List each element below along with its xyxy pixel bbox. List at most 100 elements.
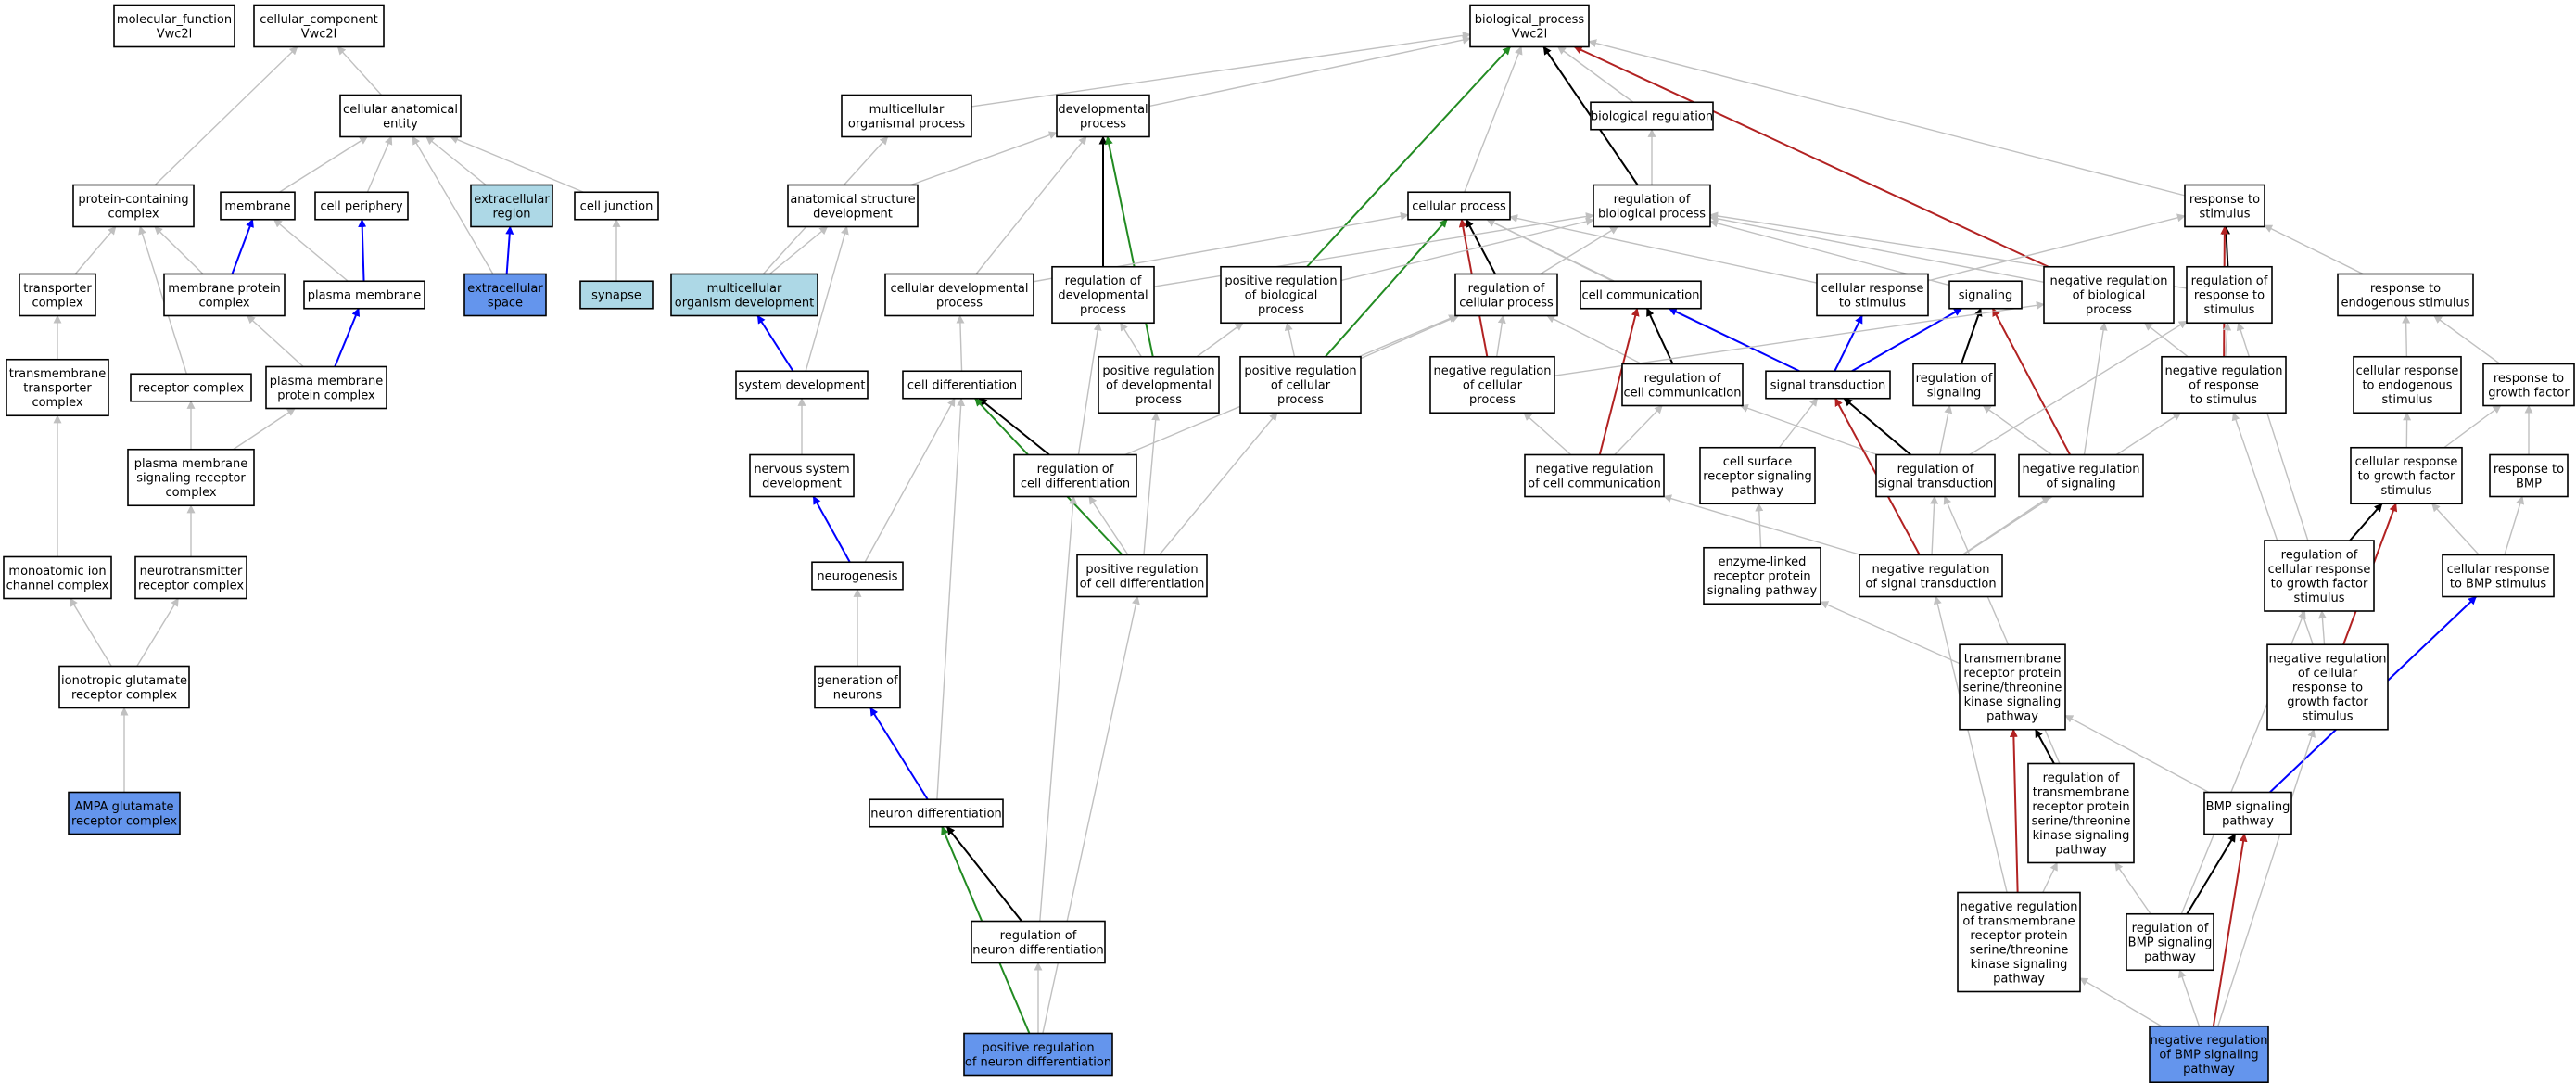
go-term-node-breg[interactable]: biological regulation [1590,101,1714,131]
go-term-node-cellp[interactable]: cellular process [1407,191,1511,221]
node-box [1454,273,1558,317]
node-label-line: cell communication [1623,386,1741,400]
go-term-node-cdiff[interactable]: cell differentiation [902,370,1022,400]
go-term-node-rc[interactable]: receptor complex [130,373,252,402]
node-label-line: cellular process [1412,200,1506,214]
node-box [1239,355,1362,414]
edge-is-a-rcrgf-rrs [2236,322,2309,542]
go-term-node-sysd[interactable]: system development [735,370,869,400]
node-label-line: development [762,477,842,491]
edge-is-a-cae-cc [336,45,383,96]
edge-regulates-rcd-cdiff [978,397,1050,456]
go-term-node-sig[interactable]: signaling [1948,280,2023,310]
node-box [68,791,181,835]
edge-is-a-igrc-mic [70,597,112,667]
node-box [220,191,296,221]
node-label-line: regulation of [1000,929,1077,943]
go-term-node-cj[interactable]: cell junction [574,191,659,221]
go-term-node-ccom[interactable]: cell communication [1580,280,1702,310]
node-box [749,453,855,498]
go-term-node-ndiff[interactable]: neuron differentiation [869,798,1004,828]
go-term-node-pm[interactable]: plasma membrane [303,280,425,310]
node-label-line: cellular developmental [891,282,1029,296]
node-label-line: cell junction [580,200,654,214]
edge-negatively-regulates-nrbp-bp [1573,45,2049,268]
node-box [19,273,96,317]
node-label-line: signal transduction [1770,379,1886,393]
node-label-line: signaling [1959,289,2013,303]
go-term-node-mem[interactable]: membrane [220,191,296,221]
node-label-line: of cell communication [1528,477,1661,491]
go-term-node-cper[interactable]: cell periphery [314,191,409,221]
node-label-line: complex [198,296,249,310]
edge-is-a-rtes-rts [2264,224,2364,275]
go-term-node-neurog[interactable]: neurogenesis [811,561,904,591]
node-label-line: pathway [2183,1063,2235,1077]
go-term-node-syn[interactable]: synapse [579,280,654,310]
edge-is-a-pmpc-mpc [247,314,304,368]
go-term-node-st[interactable]: signal transduction [1765,370,1891,400]
